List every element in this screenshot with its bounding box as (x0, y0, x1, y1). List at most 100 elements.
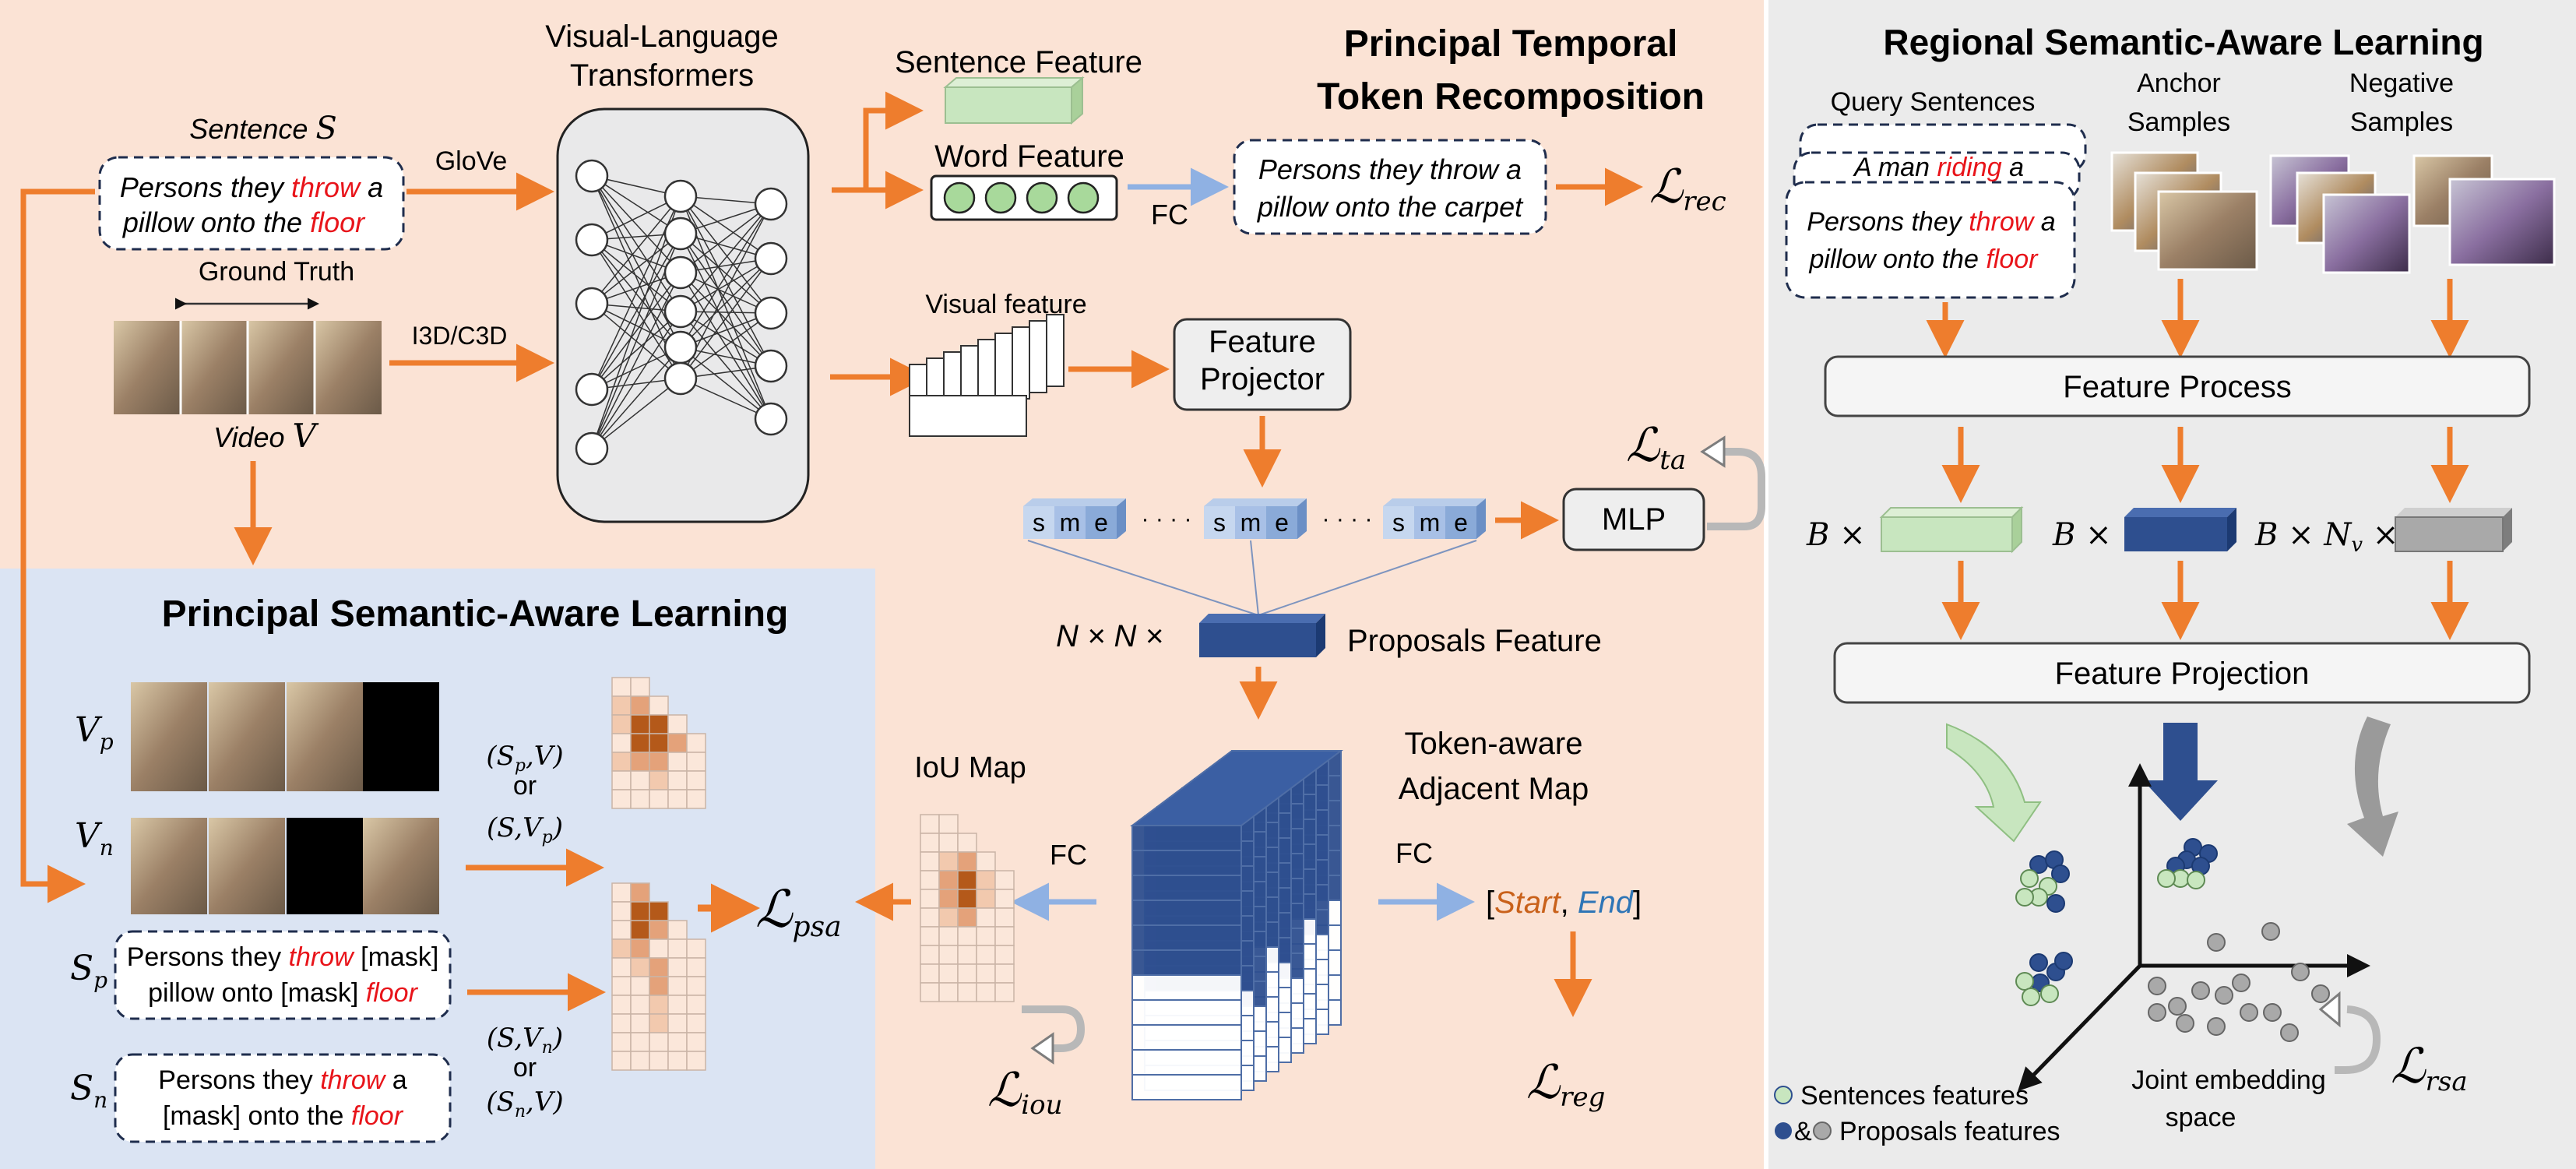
negative-feature-block (2395, 508, 2512, 552)
loss-ta: ℒta (1626, 418, 1686, 476)
negative-proposal-point (2191, 981, 2210, 1000)
svg-text:&: & (1794, 1117, 1812, 1146)
pair-2b: (Sn,V) (486, 1086, 563, 1121)
sentence-feature-point (2020, 869, 2039, 888)
anchor-proposal-point (2054, 952, 2073, 970)
network-node (575, 372, 609, 407)
loss-iou: ℒiou (987, 1063, 1062, 1121)
start-end-label: [Start, End] (1486, 886, 1642, 920)
svg-text:m: m (1420, 509, 1441, 537)
projector-label-1: Feature (1209, 325, 1316, 359)
proposals-feature-bar (1199, 614, 1325, 657)
negative-proposal-point (2148, 977, 2166, 995)
sentence-feature-bar (943, 76, 1085, 125)
network-node (754, 187, 788, 221)
svg-text:m: m (1060, 509, 1081, 537)
mlp-label: MLP (1602, 502, 1666, 537)
network-node (663, 255, 698, 290)
network-node (663, 361, 698, 396)
fc-left-label: FC (1050, 839, 1087, 871)
psa-map-top (611, 677, 706, 809)
fc-right-label: FC (1395, 837, 1433, 869)
loss-psa: ℒpsa (755, 879, 842, 943)
anchor-proposal-point (2029, 953, 2048, 972)
sn-line-2: [mask] onto the floor (163, 1101, 404, 1131)
b-label-3: B × Nv × (2254, 517, 2398, 557)
embedding-points (2015, 838, 2330, 1042)
token-dots-2: · · · · (1322, 506, 1373, 532)
joint-space-label-1: Joint embedding (2131, 1065, 2326, 1095)
glove-label: GloVe (435, 146, 508, 176)
loss-rsa: ℒrsa (2391, 1037, 2468, 1097)
mlp-box (1562, 488, 1705, 551)
negative-proposal-point (2280, 1023, 2299, 1042)
recon-line-2: pillow onto the carpet (1257, 191, 1524, 223)
negative-proposal-point (2263, 1003, 2282, 1022)
sentence-line-2: pillow onto the floor (122, 206, 366, 238)
rsa-title: Regional Semantic-Aware Learning (1883, 22, 2483, 62)
network-node (663, 330, 698, 364)
blue-down-arrow (2143, 723, 2218, 821)
token-dots-1: · · · · (1142, 506, 1192, 532)
network-node (575, 431, 609, 466)
sentence-line-1: Persons they throw a (120, 171, 383, 203)
vn-label: Vn (75, 816, 114, 861)
sentence-feature-point (2015, 972, 2034, 991)
gray-curved-arrow (2347, 717, 2398, 857)
vp-label: Vp (75, 710, 114, 755)
recon-line-1: Persons they throw a (1258, 153, 1522, 185)
embedding-axes (2018, 763, 2370, 1092)
pair-1a: (Sp,V) (486, 741, 563, 776)
negative-proposal-point (2207, 1017, 2226, 1036)
vn-frames (131, 818, 439, 914)
token-to-proposal-lines (1027, 540, 1477, 616)
sentence-feature-label: Sentence Feature (895, 45, 1142, 79)
sn-box (114, 1053, 452, 1143)
adjacent-label-1: Token-aware (1404, 727, 1582, 761)
nxn-label: N × N × (1056, 619, 1163, 653)
token-group-2: s m e (1204, 498, 1307, 539)
sentence-label: Sentence S (189, 111, 337, 146)
svg-text:s: s (1392, 509, 1405, 537)
negative-proposal-point (2176, 1014, 2194, 1033)
sentence-feature-point (2040, 984, 2059, 1003)
word-feature-bar (930, 174, 1118, 221)
query-sentences-label: Query Sentences (1831, 87, 2036, 117)
network-node (663, 179, 698, 213)
psa-title: Principal Semantic-Aware Learning (162, 593, 789, 635)
network-node (575, 159, 609, 193)
vlt-title-2: Transformers (570, 58, 754, 93)
sp-box (114, 930, 452, 1020)
or-2: or (513, 1053, 537, 1083)
sp-line-1: Persons they throw [mask] (127, 942, 439, 972)
anchor-proposal-point (2046, 894, 2065, 913)
ground-truth-label: Ground Truth (199, 257, 354, 287)
token-group-3: s m e (1383, 498, 1486, 539)
b-label-2: B × (2052, 517, 2112, 553)
sentence-feature-point (2187, 871, 2205, 889)
sentence-box (98, 156, 405, 251)
projector-label-2: Projector (1200, 362, 1325, 396)
svg-text:m: m (1240, 509, 1262, 537)
token-group-1: s m e (1023, 498, 1126, 539)
query-front-line-2: pillow onto the floor (1809, 245, 2039, 274)
rsa-loop-arrow (2335, 1005, 2381, 1074)
network-node (575, 287, 609, 321)
anchor-proposal-point (2051, 864, 2070, 883)
i3d-label: I3D/C3D (412, 322, 508, 350)
iou-map (920, 814, 1015, 1002)
anchor-samples (2110, 151, 2258, 271)
loss-reg: ℒreg (1526, 1055, 1605, 1113)
iou-map-label: IoU Map (914, 752, 1026, 784)
network-node (754, 296, 788, 330)
network-node (754, 349, 788, 383)
negative-label-2: Samples (2350, 107, 2453, 137)
network-node (663, 294, 698, 329)
negative-proposal-point (2311, 984, 2330, 1003)
loss-rec: ℒrec (1649, 160, 1726, 217)
sentence-feature-point (2022, 988, 2040, 1006)
anchor-label-1: Anchor (2137, 69, 2221, 98)
feature-projection-box (1833, 642, 2531, 704)
word-feature-label: Word Feature (934, 139, 1124, 174)
